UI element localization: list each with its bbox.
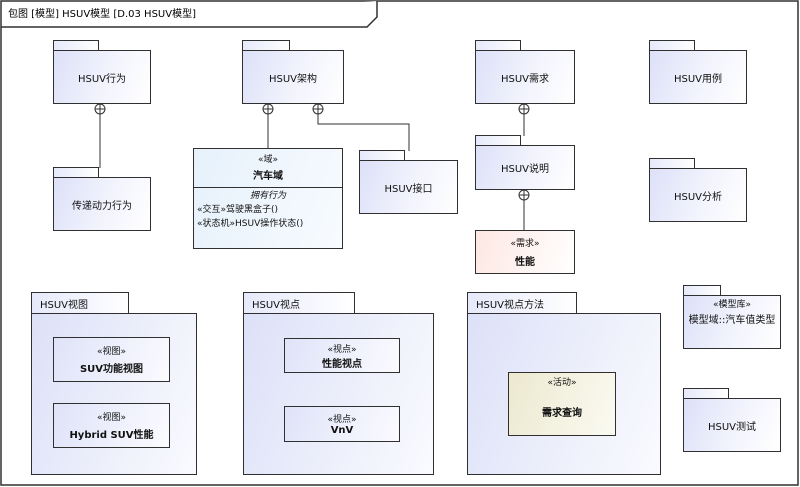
package-hsuv-behavior[interactable]: HSUV行为 [53,40,151,104]
package-hsuv-architecture[interactable]: HSUV架构 [242,40,344,104]
model-library-name: 模型域::汽车值类型 [688,315,776,326]
package-model-library[interactable]: «模型库» 模型域::汽车值类型 [683,285,781,349]
package-label: HSUV视点 [243,292,355,314]
viewpoint-stereotype: «视点» [327,344,357,355]
package-label: HSUV视点方法 [467,292,577,314]
viewpoint-vnv[interactable]: «视点» VnV [284,406,400,442]
car-domain-name: 汽车域 [253,171,283,182]
requirement-performance[interactable]: «需求» 性能 [475,230,575,274]
frame-tab [1,1,378,28]
view-hybrid-suv-performance[interactable]: «视图» Hybrid SUV性能 [53,403,170,448]
view-stereotype: «视图» [96,347,126,357]
model-library-stereotype: «模型库» [712,300,751,310]
operation-interaction: «交互»驾驶黑盒子() [197,205,279,215]
view-suv-functional[interactable]: «视图» SUV功能视图 [53,337,170,382]
package-hsuv-test[interactable]: HSUV测试 [683,388,781,452]
package-label: HSUV需求 [500,73,550,85]
requirement-stereotype: «需求» [510,239,540,249]
operation-state-machine: «状态机»HSUV操作状态() [197,219,304,229]
block-car-domain[interactable]: «域» 汽车域 拥有行为 «交互»驾驶黑盒子() «状态机»HSUV操作状态() [193,148,343,249]
containment-line-interface [317,109,410,151]
package-power-behavior[interactable]: 传递动力行为 [53,167,151,231]
package-label: HSUV架构 [268,73,318,85]
activity-requirement-query[interactable]: «活动» 需求查询 [508,372,616,436]
package-label: 传递动力行为 [72,200,132,212]
frame-title: 包图 [模型] HSUV模型 [D.03 HSUV模型] [8,7,196,20]
package-label: HSUV接口 [384,183,433,195]
requirement-name: 性能 [515,257,535,268]
package-label: HSUV测试 [707,421,757,433]
package-hsuv-interface[interactable]: HSUV接口 [359,150,458,214]
viewpoint-stereotype: «视点» [327,415,357,425]
activity-name: 需求查询 [542,408,582,419]
package-hsuv-views[interactable]: HSUV视图 «视图» SUV功能视图 «视图» Hybrid SUV性能 [31,292,197,475]
viewpoint-name: 性能视点 [322,358,362,370]
package-hsuv-viewpoint-methods[interactable]: HSUV视点方法 «活动» 需求查询 [467,292,661,475]
car-domain-operations: 拥有行为 «交互»驾驶黑盒子() «状态机»HSUV操作状态() [194,187,342,232]
view-stereotype: «视图» [96,413,126,423]
package-hsuv-analysis[interactable]: HSUV分析 [649,158,747,222]
package-label: HSUV视图 [31,292,129,314]
package-label: HSUV说明 [500,164,550,175]
package-label: HSUV用例 [673,73,723,85]
package-hsuv-spec[interactable]: HSUV说明 [475,135,575,190]
package-label: HSUV分析 [673,191,723,203]
operations-header: 拥有行为 [249,191,286,201]
view-name: Hybrid SUV性能 [69,430,154,441]
package-hsuv-requirements[interactable]: HSUV需求 [475,40,575,104]
package-hsuv-usecase[interactable]: HSUV用例 [649,40,747,104]
view-name: SUV功能视图 [79,364,144,375]
viewpoint-name: VnV [330,425,354,436]
package-hsuv-viewpoints[interactable]: HSUV视点 «视点» 性能视点 «视点» VnV [243,292,434,475]
car-domain-stereotype: «域» [257,155,278,165]
package-label: HSUV行为 [77,73,127,85]
viewpoint-performance[interactable]: «视点» 性能视点 [284,338,400,373]
activity-stereotype: «活动» [547,378,577,388]
